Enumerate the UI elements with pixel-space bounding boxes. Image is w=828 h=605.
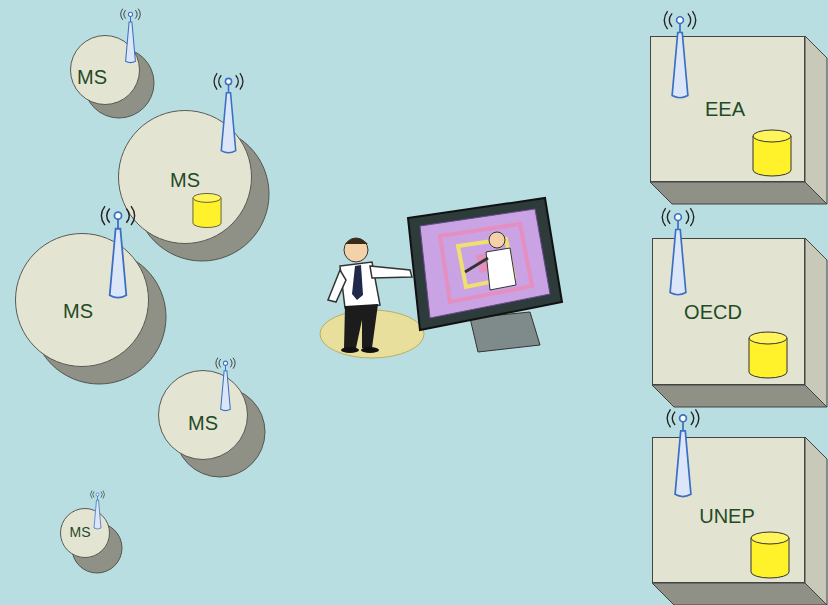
circle-shadow xyxy=(135,127,269,261)
monitor-screen xyxy=(420,209,550,318)
box-side xyxy=(805,437,827,605)
screen-pattern xyxy=(440,224,532,302)
member-state-circle: MS xyxy=(15,233,149,367)
antenna-symbol xyxy=(121,9,141,63)
circle-outline xyxy=(60,508,110,558)
presenter-clipart xyxy=(320,198,562,358)
member-state-circle: MS xyxy=(158,370,248,460)
node-label: UNEP xyxy=(699,505,755,527)
man-head xyxy=(344,238,368,262)
database-symbol xyxy=(193,193,221,227)
antenna-symbol xyxy=(214,73,243,153)
antenna-symbol xyxy=(216,358,235,411)
circle-outline xyxy=(15,233,149,367)
circle-shape xyxy=(159,371,248,460)
man-arm xyxy=(370,266,412,278)
box-bottom xyxy=(652,583,827,605)
box-bottom xyxy=(650,182,827,204)
database-symbol xyxy=(749,332,787,378)
box-side xyxy=(805,36,827,204)
antenna-symbol xyxy=(101,206,134,297)
monitor-frame xyxy=(408,198,562,330)
box-depths xyxy=(650,36,827,605)
database-symbol xyxy=(751,532,789,578)
man-shoe xyxy=(361,347,379,353)
circle-shadow xyxy=(72,523,122,573)
node-label: EEA xyxy=(705,98,745,120)
antenna-symbol xyxy=(667,409,699,496)
antenna-symbol xyxy=(91,491,105,530)
man-trousers xyxy=(344,304,378,348)
box-side xyxy=(805,238,827,407)
screen-figure-body xyxy=(486,248,516,290)
circle-outline xyxy=(158,370,248,460)
circle-shadows xyxy=(32,48,269,573)
man-tie xyxy=(352,265,363,300)
node-label: MS xyxy=(63,300,93,322)
node-label: OECD xyxy=(684,301,742,323)
circle-shadow xyxy=(84,48,154,118)
antenna-symbol xyxy=(662,208,694,295)
node-label: MS xyxy=(188,412,218,434)
man-hair xyxy=(345,238,368,244)
man-shoe xyxy=(341,347,359,353)
circle-shadow xyxy=(32,250,166,384)
screen-figure-head xyxy=(489,232,505,248)
node-label: MS xyxy=(70,525,91,540)
circle-shape xyxy=(16,234,149,367)
member-state-circle: MS xyxy=(60,508,110,558)
node-label: MS xyxy=(170,169,200,191)
circle-shape xyxy=(61,509,110,558)
database-symbol xyxy=(753,130,791,176)
antenna-symbol xyxy=(664,11,696,98)
node-label: MS xyxy=(77,66,107,88)
man-arm xyxy=(328,270,346,302)
screen-figure-arm xyxy=(465,258,488,272)
circle-shadow xyxy=(175,387,265,477)
box-bottom xyxy=(652,385,827,407)
